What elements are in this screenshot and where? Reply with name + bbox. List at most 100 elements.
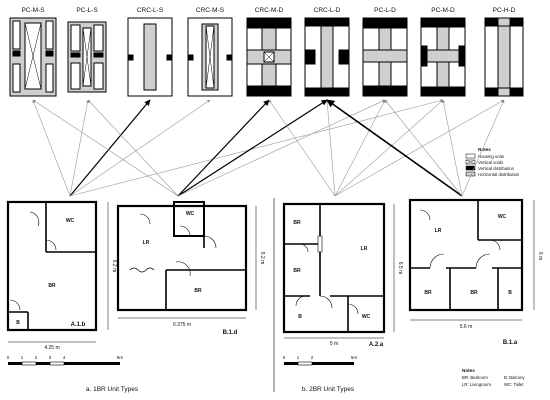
scale-tick: 1 [297, 355, 300, 360]
connector [268, 99, 336, 197]
room-label: BR [424, 290, 432, 296]
connector [334, 99, 444, 197]
scale-tick: 6m [117, 355, 124, 360]
connector [384, 99, 463, 197]
typology-label: PC-H-D [493, 7, 516, 14]
legend-item: Vertical distribution [478, 166, 515, 171]
dimension-height: 5.2 m [259, 252, 265, 265]
typology-label: PC-M-D [431, 7, 455, 14]
floorplan-b-1-d [116, 201, 257, 319]
scale-tick: 1 [21, 355, 24, 360]
room-label: WC [186, 211, 195, 217]
legend-item: Vertical voids [478, 160, 503, 165]
typology-label: PC-L-D [374, 7, 396, 14]
legend-item: Housing units [478, 154, 504, 159]
room-label: WC [66, 218, 75, 224]
scale-tick: 3 [49, 355, 52, 360]
typology-diagram-crc-l-s [127, 17, 173, 97]
connector [334, 99, 386, 197]
typology-label: CRC-L-S [137, 7, 164, 14]
unit-code: B.1.a [503, 340, 518, 346]
room-label: BR [293, 220, 301, 226]
floorplan-b-1-a [408, 198, 535, 321]
typology-diagram-crc-m-s [187, 17, 233, 97]
typology-label: CRC-M-D [255, 7, 284, 14]
dimension-width: 6.375 m [173, 322, 191, 328]
connector [461, 99, 505, 197]
room-label: BR [293, 268, 301, 274]
caption-1br: a. 1BR Unit Types [86, 386, 139, 393]
scale-tick: 2 [35, 355, 38, 360]
legend-title: Notes [478, 147, 491, 152]
legend-swatch-vertical [465, 165, 476, 171]
typology-label: PC-M-S [21, 7, 45, 14]
typology-diagram-crc-l-d [304, 17, 350, 97]
scale-tick: 0 [7, 355, 10, 360]
connector-strong [69, 99, 151, 197]
legend-swatch-horizontal [465, 171, 476, 177]
typology-diagram-pc-m-s [9, 17, 57, 97]
connector [69, 99, 444, 197]
typology-diagram-pc-l-d [362, 17, 408, 97]
typology-diagrams [9, 17, 524, 97]
connector-strong [177, 99, 270, 197]
room-label: LR [361, 246, 368, 252]
legend: Notes Housing units Vertical voids Verti… [465, 147, 520, 177]
typology-labels: PC-M-S PC-L-S CRC-L-S CRC-M-S CRC-M-D CR… [21, 7, 515, 14]
dimension-height: 6.2 m [111, 260, 117, 273]
dimension-width: 5.6 m [460, 324, 473, 330]
floorplan-a-1-b [6, 200, 109, 343]
dimension-width: 5 m [330, 341, 338, 347]
unit-code: A.1.b [71, 322, 86, 328]
connector [334, 99, 505, 197]
connector [87, 99, 179, 197]
connector-strong [177, 99, 328, 197]
room-label: WC [498, 214, 507, 220]
room-label: LR [435, 228, 442, 234]
typology-label: CRC-M-S [196, 7, 225, 14]
typology-label: CRC-L-D [314, 7, 341, 14]
scale-tick: 0 [283, 355, 286, 360]
room-label: B [508, 290, 512, 296]
dimension-height: 6.5 m [397, 262, 403, 275]
room-label: WC [362, 314, 371, 320]
scale-bar-left: 0 1 2 3 4 6m [7, 355, 124, 366]
note-line: B: Balcony [504, 375, 525, 380]
note-line: WC: Toilet [504, 382, 524, 387]
scale-tick: 5m [351, 355, 358, 360]
scale-bar-right: 0 1 2 5m [283, 355, 358, 366]
connector [69, 99, 211, 197]
connector [32, 99, 179, 197]
connectors [32, 99, 505, 197]
unit-code: B.1.d [223, 330, 238, 336]
connector-strong [326, 99, 463, 197]
unit-code: A.2.a [369, 342, 384, 348]
typology-diagram-pc-l-s [67, 21, 107, 93]
room-label: LR [143, 240, 150, 246]
scale-tick: 2 [311, 355, 314, 360]
connector [177, 99, 386, 197]
floorplan-a-2-a [282, 202, 395, 339]
abbreviation-notes: Notes BR: Bedroom B: Balcony LR: Livingr… [462, 368, 525, 387]
legend-item: Horizontal distribution [478, 172, 520, 177]
connector [32, 99, 71, 197]
room-label: BR [194, 288, 202, 294]
typology-diagram-pc-h-d [484, 17, 524, 97]
notes-title: Notes [462, 368, 475, 373]
legend-swatch-housing [465, 153, 476, 159]
room-label: B [298, 314, 302, 320]
note-line: LR: Livingroom [462, 382, 491, 387]
dimension-height: 6 m [537, 252, 543, 260]
dimension-width: 4.25 m [44, 345, 59, 351]
typology-diagram-crc-m-d [246, 17, 292, 97]
room-label: BR [470, 290, 478, 296]
caption-2br: b. 2BR Unit Types [302, 386, 355, 393]
typology-diagram-pc-m-d [420, 17, 466, 97]
room-label: BR [48, 283, 56, 289]
typology-label: PC-L-S [76, 7, 98, 14]
connector [442, 99, 463, 197]
room-label: B [16, 320, 20, 326]
connector [325, 99, 336, 197]
note-line: BR: Bedroom [462, 375, 488, 380]
